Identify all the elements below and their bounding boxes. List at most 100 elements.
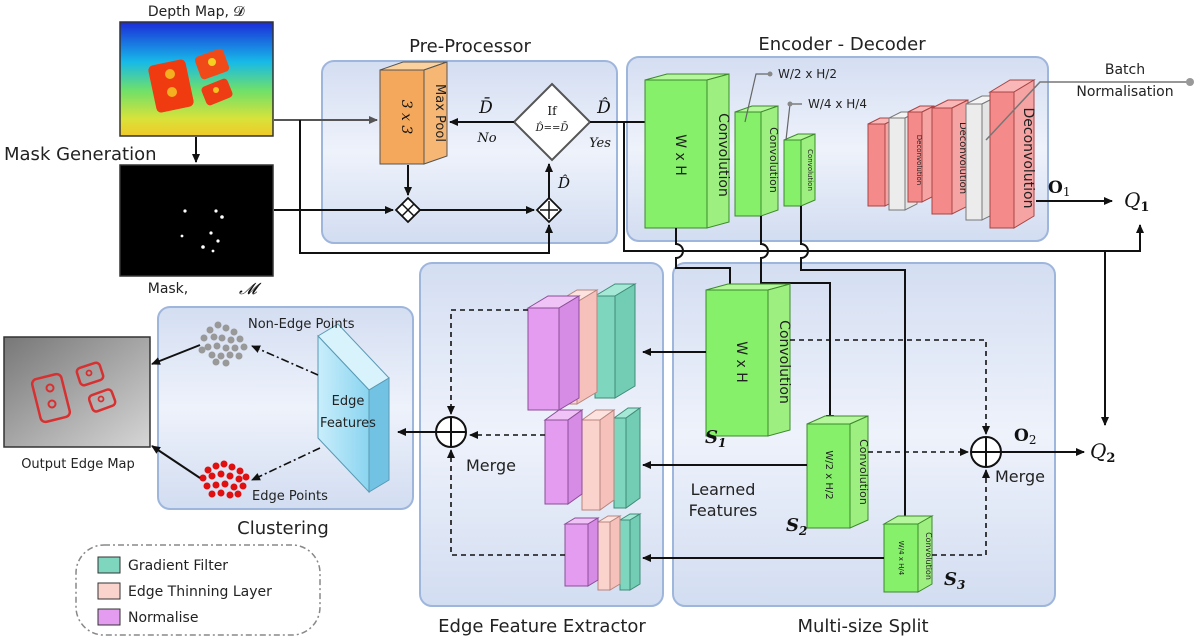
yes-label: Yes bbox=[589, 136, 611, 151]
arrow-edge-to-output bbox=[151, 445, 201, 479]
split-s2-label: Convolution bbox=[857, 439, 870, 505]
decoder-deconv-3 bbox=[931, 99, 969, 215]
extractor-stack-2 bbox=[543, 407, 642, 511]
multiply-operator bbox=[394, 196, 422, 224]
mask-image bbox=[119, 164, 274, 277]
decoder-deconv-4-label: Deconvolution bbox=[1020, 108, 1036, 209]
extractor-stack-1 bbox=[526, 283, 637, 411]
split-s1-dims: W x H bbox=[733, 341, 749, 383]
max-pool-block bbox=[379, 61, 448, 165]
decoder-deconv-1-label: Deconvolution bbox=[915, 135, 923, 185]
learned-features-label-1: Learned bbox=[691, 480, 756, 499]
q2-label: Q2 bbox=[1090, 439, 1115, 466]
pre-processor-title: Pre-Processor bbox=[409, 36, 531, 57]
w2h2-label: W/2 x H/2 bbox=[778, 67, 837, 81]
mask-label: Mask, bbox=[148, 281, 189, 297]
edge-features-label-1: Edge bbox=[332, 394, 365, 409]
legend-swatch-normalise bbox=[97, 608, 121, 626]
edge-features-block bbox=[317, 323, 390, 494]
line-depth-bypass bbox=[299, 120, 553, 254]
depth-map-image bbox=[119, 21, 274, 137]
split-s3-label: Convolution bbox=[924, 532, 933, 580]
output-edge-map-image bbox=[3, 336, 151, 448]
depth-map-label: Depth Map, 𝓓 bbox=[148, 4, 246, 20]
split-conv-s3 bbox=[882, 515, 934, 593]
split-s1-label: Convolution bbox=[776, 320, 792, 404]
decoder-deconv-3-label: Deconvolution bbox=[957, 122, 968, 194]
split-s3-dims: W/4 x H/4 bbox=[897, 541, 905, 576]
q1-label: Q1 bbox=[1124, 188, 1149, 215]
if-label: If bbox=[547, 104, 558, 118]
split-conv-s2 bbox=[806, 415, 869, 529]
output-edge-map-label: Output Edge Map bbox=[21, 457, 135, 472]
legend-label-gradient-filter: Gradient Filter bbox=[128, 558, 228, 574]
split-conv-s1 bbox=[705, 283, 791, 437]
multi-size-split-title: Multi-size Split bbox=[797, 616, 928, 637]
merge-right-label: Merge bbox=[995, 467, 1045, 486]
legend-item-normalise: Normalise bbox=[97, 608, 198, 626]
no-label: No bbox=[476, 131, 496, 146]
encoder-conv-1-dims: W x H bbox=[672, 134, 688, 176]
line-conv3-to-s3 bbox=[800, 206, 909, 525]
encoder-conv-2 bbox=[734, 105, 779, 217]
batch-norm-label-2: Normalisation bbox=[1076, 84, 1173, 100]
encoder-conv-3 bbox=[783, 133, 816, 207]
non-edge-points-cloud bbox=[198, 321, 248, 367]
batch-norm-label-1: Batch bbox=[1105, 62, 1145, 78]
condition-label: D̂==D̄ bbox=[535, 122, 569, 134]
kernel-size-label: 3 x 3 bbox=[398, 100, 414, 135]
arrow-non-edge-to-output bbox=[151, 344, 201, 365]
encoder-conv-1-label: Convolution bbox=[715, 113, 731, 197]
if-condition-diamond bbox=[512, 82, 592, 162]
dashed-s3-to-merge bbox=[932, 469, 990, 556]
legend-label-edge-thinning: Edge Thinning Layer bbox=[128, 584, 272, 600]
mask-symbol: 𝓜 bbox=[239, 279, 262, 298]
d-hat-below-label: D̂ bbox=[557, 174, 570, 192]
s1-label: S1 bbox=[705, 427, 726, 450]
pre-processor-panel bbox=[321, 60, 618, 244]
dashed-stack1-to-merge bbox=[447, 309, 528, 415]
legend-box bbox=[75, 544, 321, 636]
w4h4-label: W/4 x H/4 bbox=[808, 97, 867, 111]
legend-swatch-gradient-filter bbox=[97, 556, 121, 574]
encoder-conv-1 bbox=[644, 73, 730, 229]
non-edge-points-label: Non-Edge Points bbox=[248, 317, 355, 332]
edge-points-cloud bbox=[199, 460, 250, 499]
learned-features-label-2: Features bbox=[689, 501, 758, 520]
dashdot-features-to-non-edge bbox=[251, 345, 319, 376]
mask-generation-label: Mask Generation bbox=[4, 144, 157, 165]
add-operator bbox=[535, 196, 563, 224]
callout-w2h2 bbox=[744, 73, 770, 123]
legend-label-normalise: Normalise bbox=[128, 610, 198, 626]
legend-item-edge-thinning: Edge Thinning Layer bbox=[97, 582, 272, 600]
s2-label: S2 bbox=[786, 515, 807, 538]
legend-swatch-edge-thinning bbox=[97, 582, 121, 600]
line-conv1-to-s1 bbox=[675, 228, 734, 295]
merge-operator-right bbox=[970, 436, 1002, 468]
callout-batch-norm bbox=[985, 81, 1190, 141]
decoder-deconv-4 bbox=[988, 79, 1036, 229]
extractor-stack-3 bbox=[563, 513, 642, 591]
edge-feature-extractor-title: Edge Feature Extractor bbox=[438, 616, 646, 637]
dashed-s1-to-merge bbox=[790, 339, 990, 435]
encoder-decoder-title: Encoder - Decoder bbox=[758, 34, 926, 55]
edge-features-label-2: Features bbox=[320, 416, 376, 431]
legend-item-gradient-filter: Gradient Filter bbox=[97, 556, 228, 574]
split-s2-dims: W/2 x H/2 bbox=[823, 450, 834, 499]
s3-label: S3 bbox=[944, 569, 965, 592]
dashdot-features-to-edge bbox=[251, 447, 321, 481]
clustering-title: Clustering bbox=[237, 518, 329, 539]
encoder-conv-2-label: Convolution bbox=[767, 127, 780, 193]
d-hat-label: D̂ bbox=[596, 98, 611, 118]
o2-label: O2 bbox=[1014, 426, 1036, 447]
o1-label: O1 bbox=[1048, 178, 1070, 199]
merge-operator-left bbox=[435, 416, 467, 448]
max-pool-label: Max Pool bbox=[432, 84, 447, 142]
encoder-conv-3-label: Convolution bbox=[806, 149, 814, 191]
edge-points-label: Edge Points bbox=[252, 489, 328, 504]
line-input-to-q bbox=[623, 122, 1144, 252]
merge-left-label: Merge bbox=[466, 456, 516, 475]
line-conv2-to-s2 bbox=[760, 216, 834, 424]
d-bar-label: D̄ bbox=[478, 96, 493, 118]
